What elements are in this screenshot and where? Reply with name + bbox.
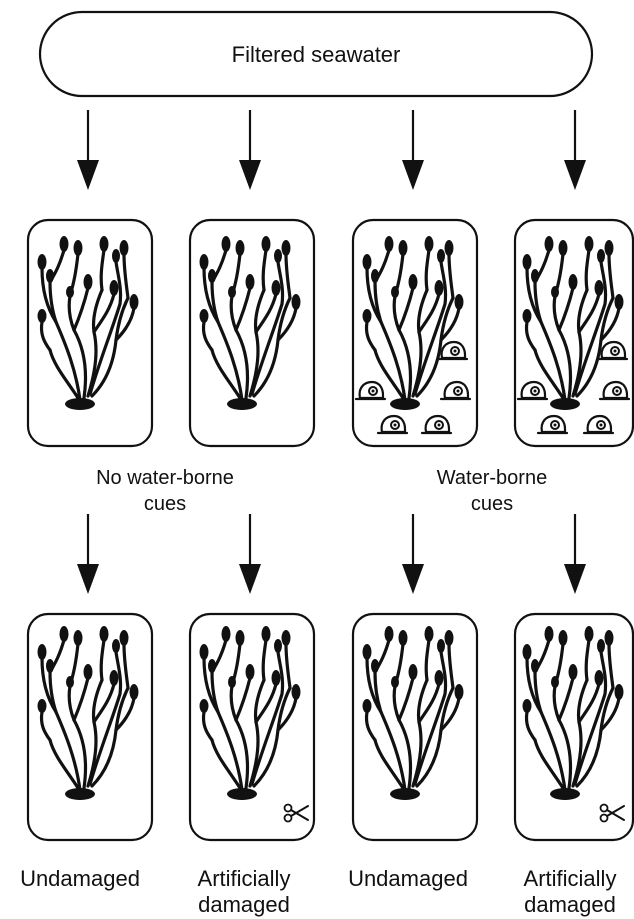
treatment-label-4: Artificially damaged [524,866,617,917]
treatment-label-3: Undamaged [348,866,468,891]
arrow-source-to-tank-1 [77,110,99,190]
group-label-line1: Water-borne [437,467,547,489]
group-label-line1: No water-borne [96,467,234,489]
tank-top-2 [190,220,314,446]
tank-bottom-2 [190,614,314,840]
filtered-seawater-label: Filtered seawater [232,42,401,67]
treatment-label-line2: damaged [198,892,290,917]
arrow-to-treatment-1 [77,514,99,594]
treatment-label-line1: Undamaged [20,866,140,891]
treatment-label-line1: Artificially [198,866,291,891]
arrow-to-treatment-4 [564,514,586,594]
group-label-no-cues: No water-borne cues [96,467,234,515]
tank-top-4 [515,220,633,446]
arrow-source-to-tank-4 [564,110,586,190]
tank-top-3 [353,220,477,446]
tank-bottom-3 [353,614,477,840]
arrow-source-to-tank-3 [402,110,424,190]
treatment-label-2: Artificially damaged [198,866,291,917]
group-label-water-borne-cues: Water-borne cues [437,467,547,515]
treatment-label-line2: damaged [524,892,616,917]
arrow-source-to-tank-2 [239,110,261,190]
filtered-seawater-box: Filtered seawater [40,12,592,96]
treatment-label-line1: Artificially [524,866,617,891]
arrow-to-treatment-2 [239,514,261,594]
treatment-label-line1: Undamaged [348,866,468,891]
group-label-line2: cues [471,493,513,515]
tank-top-1 [28,220,152,446]
arrow-to-treatment-3 [402,514,424,594]
treatment-label-1: Undamaged [20,866,140,891]
tank-bottom-4 [515,614,633,840]
tank-bottom-1 [28,614,152,840]
group-label-line2: cues [144,493,186,515]
